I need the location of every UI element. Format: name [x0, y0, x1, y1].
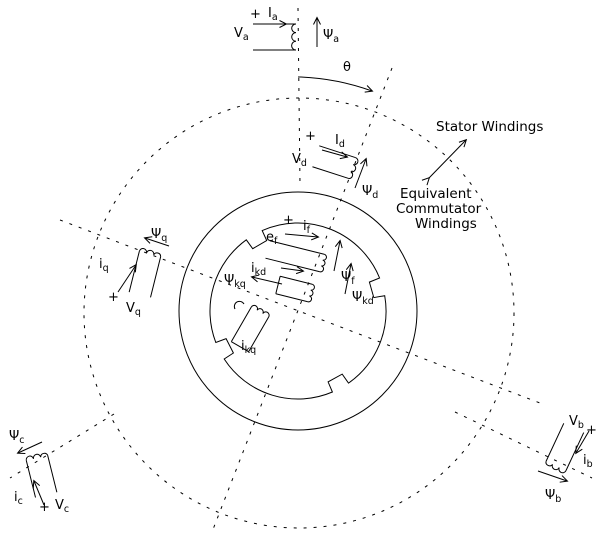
phase-b-winding: Vb + ib Ψb	[537, 414, 597, 505]
phase-c-plus: +	[39, 500, 50, 515]
d-current-arrow	[321, 149, 347, 157]
phase-a-winding: + Ia Va Ψa	[234, 6, 339, 51]
winding-type-annotation: Stator Windings Equivalent Commutator Wi…	[396, 119, 543, 232]
kd-flux-arrow	[344, 264, 351, 295]
theta-arc-arrow	[298, 76, 372, 91]
field-voltage-label: ef	[266, 230, 278, 247]
d-winding-coil	[348, 157, 359, 179]
phase-a-coil	[291, 23, 297, 51]
field-winding-leads	[265, 240, 325, 273]
d-plus: +	[305, 129, 316, 144]
phase-b-plus: +	[586, 423, 597, 438]
kd-winding-coil	[307, 283, 315, 303]
phase-b-current-label: ib	[583, 453, 593, 470]
field-winding: + if ef Ψf	[265, 213, 355, 287]
kq-conductor-hook	[233, 300, 245, 310]
kd-winding-leads	[275, 275, 313, 303]
kq-winding-coil	[250, 304, 270, 318]
phase-a-leads	[253, 23, 296, 51]
kq-flux-label: Ψkq	[224, 273, 246, 290]
kd-current-arrow	[280, 268, 303, 271]
kq-current-label: ikq	[241, 339, 256, 356]
q-winding: Ψq iq + Vq	[99, 227, 170, 318]
phase-a-plus: +	[250, 7, 261, 22]
q-voltage-label: Vq	[126, 301, 141, 318]
phase-b-flux-label: Ψb	[545, 488, 561, 505]
phase-c-coil	[25, 452, 49, 461]
phase-b-voltage-label: Vb	[569, 414, 584, 431]
commutator-windings-label-line2: Commutator	[396, 201, 482, 217]
phase-b-flux-arrow	[537, 470, 567, 481]
d-winding-leads	[312, 145, 356, 179]
stator-windings-label: Stator Windings	[436, 119, 543, 135]
phase-c-voltage-label: Vc	[55, 498, 69, 515]
field-flux-arrow	[333, 241, 340, 272]
d-flux-arrow	[354, 159, 366, 189]
commutator-windings-label-line3: Windings	[415, 216, 477, 232]
kq-winding-leads	[230, 306, 270, 353]
q-flux-label: Ψq	[151, 227, 167, 244]
phase-b-leads	[545, 423, 585, 471]
field-current-label: if	[303, 219, 311, 236]
phase-c-flux-arrow	[18, 441, 43, 453]
q-plus: +	[108, 290, 119, 305]
field-plus: +	[283, 213, 294, 228]
theta-label: θ	[343, 60, 351, 75]
d-flux-label: Ψd	[362, 184, 378, 201]
field-current-arrow	[284, 234, 318, 237]
d-current-label: Id	[335, 133, 345, 150]
phase-c-current-label: ic	[14, 490, 23, 507]
phase-a-current-label: Ia	[268, 6, 278, 23]
phase-a-flux-label: Ψa	[323, 28, 339, 45]
phase-a-voltage-label: Va	[234, 26, 249, 43]
q-current-label: iq	[99, 257, 109, 274]
rotor-body-with-slots	[209, 222, 387, 400]
field-winding-coil	[319, 253, 327, 273]
kd-winding: ikd Ψkd	[251, 261, 374, 307]
phase-b-coil	[545, 461, 567, 474]
d-winding: + Id Vd Ψd	[292, 129, 378, 201]
c-axis-line	[9, 413, 115, 479]
q-current-arrow	[117, 265, 136, 293]
d-axis-line	[211, 67, 393, 533]
q-flux-arrow	[145, 238, 170, 247]
q-winding-leads	[128, 251, 162, 298]
kq-flux-arrow	[252, 277, 283, 285]
field-flux-label: Ψf	[341, 270, 355, 287]
phase-c-flux-label: Ψc	[9, 429, 24, 446]
phase-c-leads	[25, 455, 58, 498]
kd-current-label: ikd	[251, 261, 266, 278]
commutator-windings-label-line1: Equivalent	[400, 186, 472, 202]
q-winding-coil	[138, 248, 162, 257]
rotor-outer-circle	[178, 191, 418, 431]
phase-b-current-arrow	[576, 430, 590, 453]
phase-c-current-arrow	[34, 481, 45, 506]
stator-commutator-double-arrow	[429, 140, 466, 178]
kq-winding: Ψkq ikq	[224, 273, 283, 356]
phase-c-winding: Ψc ic + Vc	[9, 429, 69, 515]
d-voltage-label: Vd	[292, 152, 307, 169]
kd-flux-label: Ψkd	[352, 290, 374, 307]
